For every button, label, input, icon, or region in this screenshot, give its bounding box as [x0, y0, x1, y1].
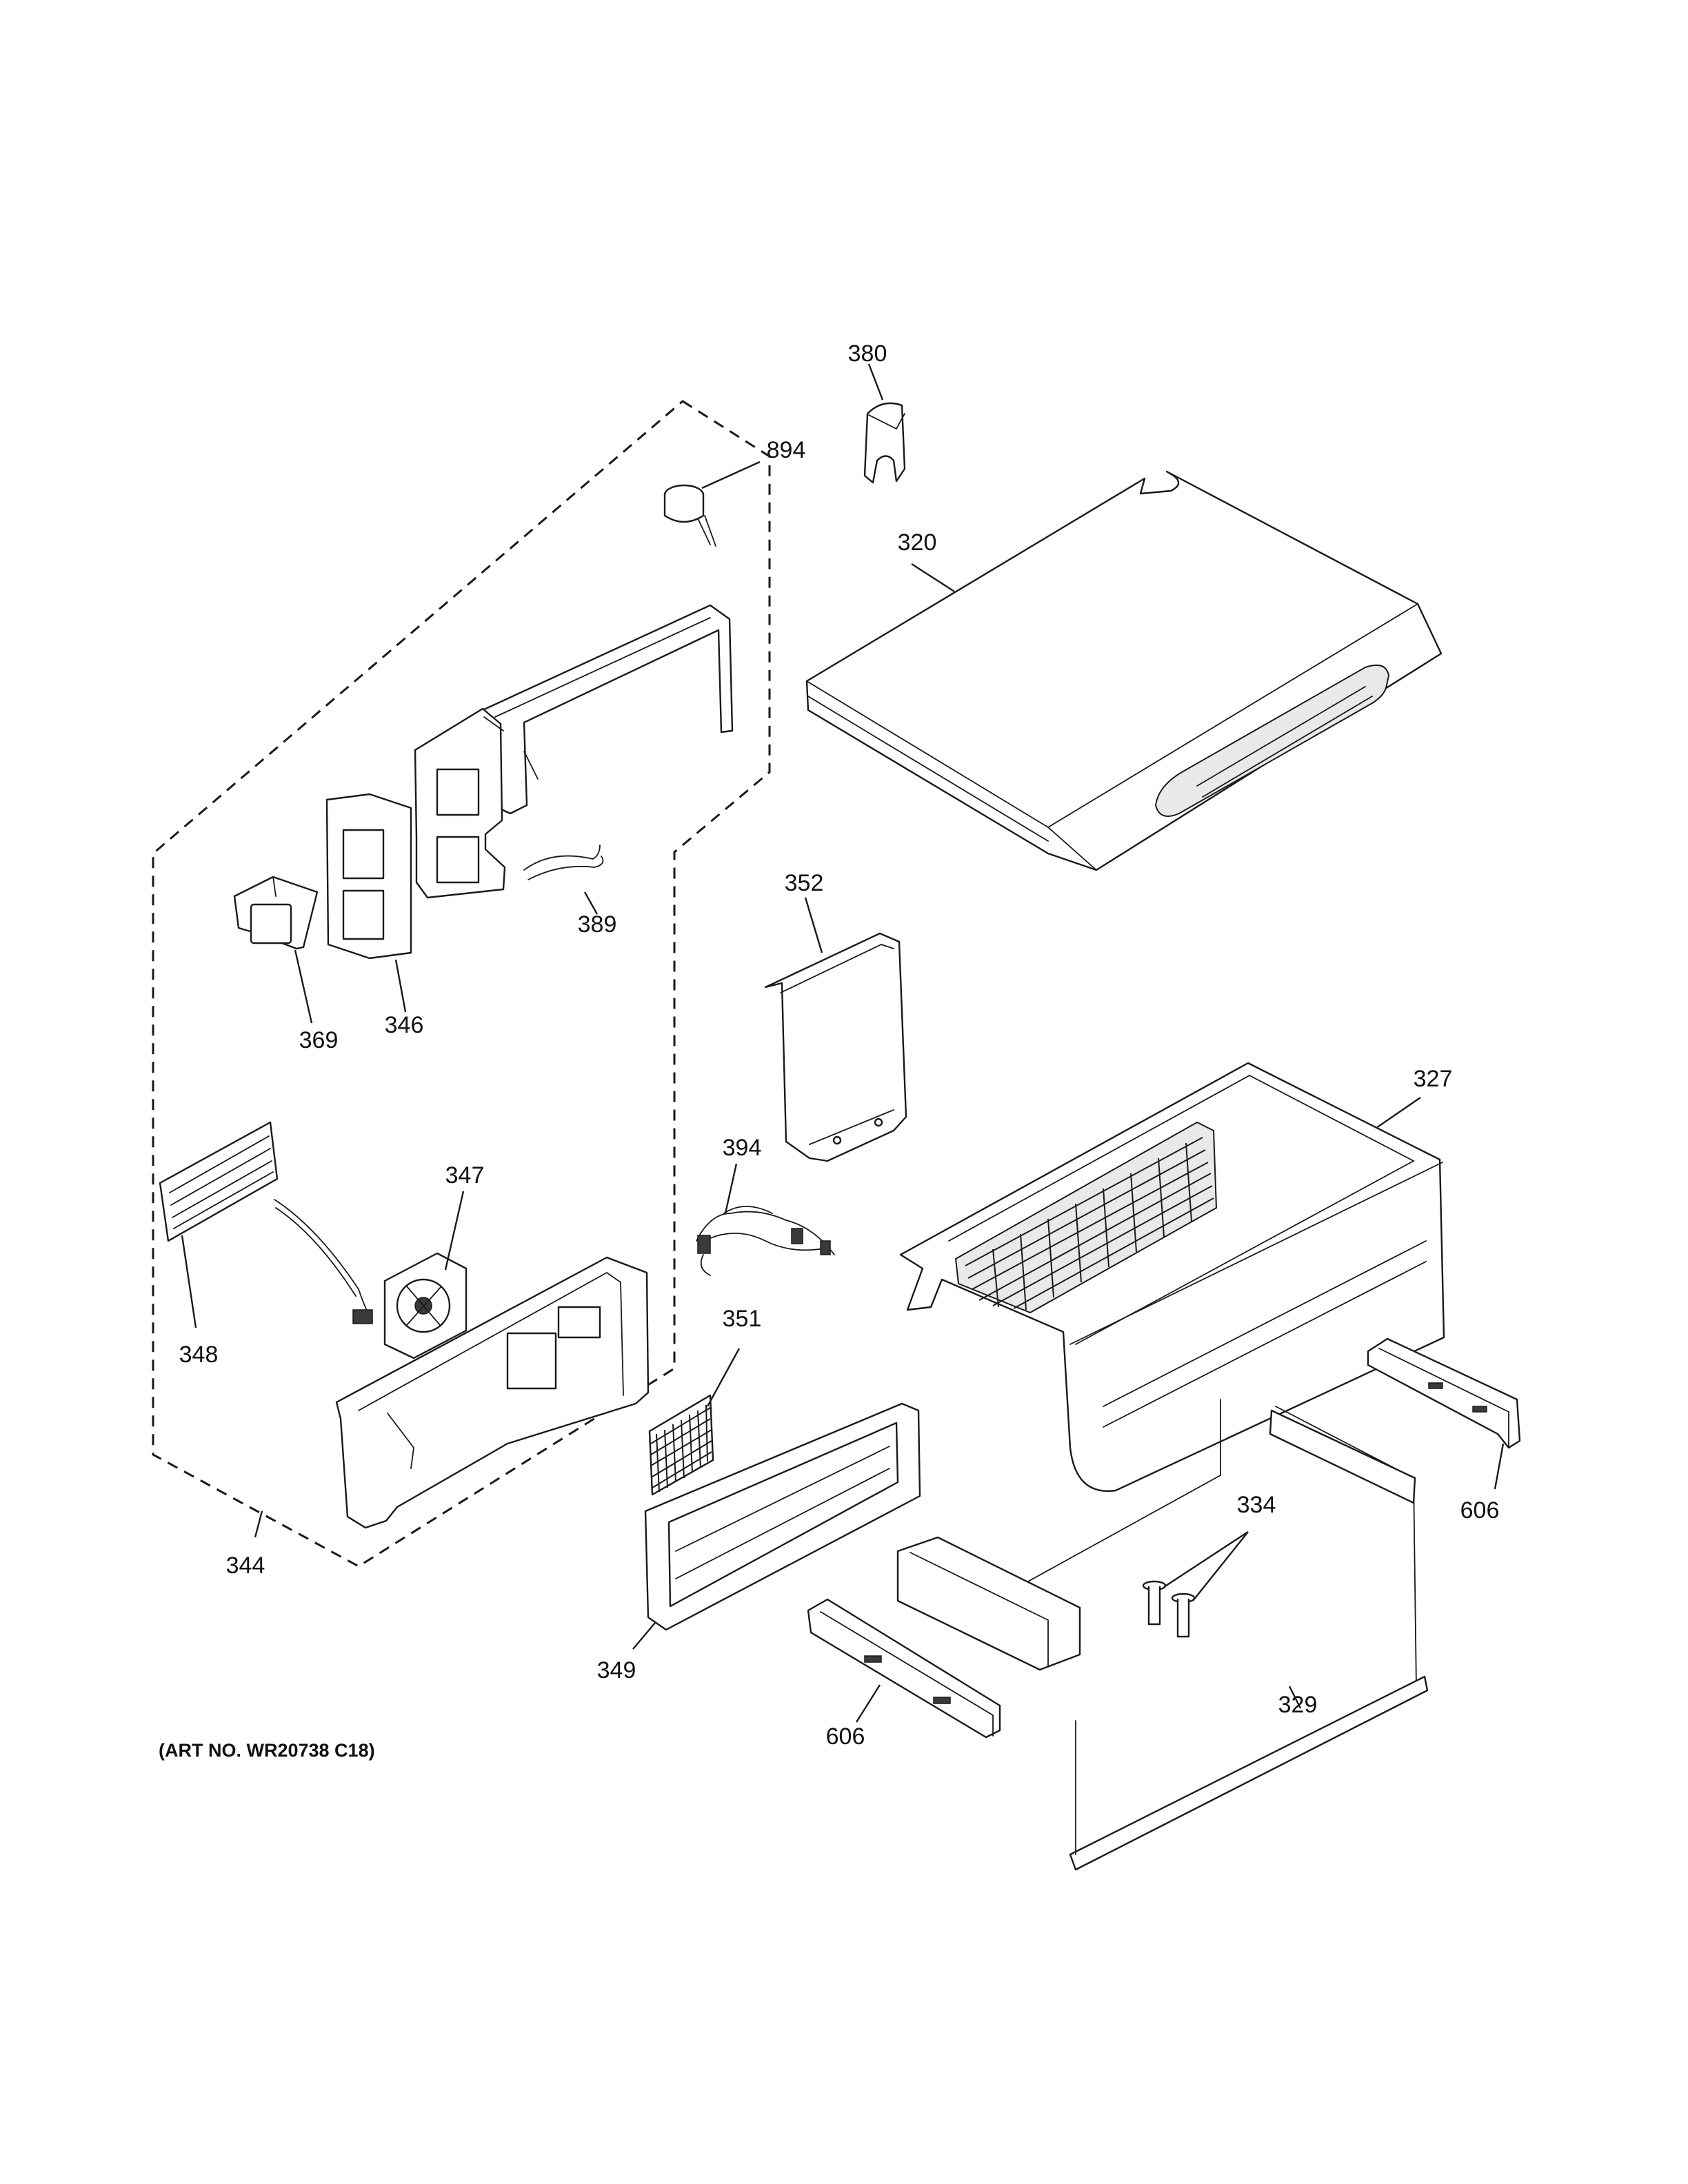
part-380-cap	[863, 402, 906, 484]
leader-606-left	[855, 1684, 881, 1723]
callout-894: 894	[767, 437, 806, 463]
callout-389: 389	[578, 911, 617, 938]
part-352-panel	[764, 932, 907, 1162]
callout-352: 352	[785, 870, 824, 896]
part-351-mesh	[648, 1394, 714, 1496]
part-346-gasket	[325, 793, 412, 960]
part-349-frame	[644, 1402, 921, 1631]
front-bracket	[896, 1536, 1081, 1671]
callout-329: 329	[1278, 1692, 1318, 1718]
leader-349	[632, 1622, 656, 1650]
callout-347: 347	[445, 1162, 485, 1189]
leader-389	[583, 891, 599, 915]
leader-351	[706, 1348, 741, 1407]
leader-347	[444, 1191, 465, 1271]
leader-394	[724, 1163, 738, 1214]
leader-327	[1376, 1097, 1421, 1129]
callout-394: 394	[723, 1135, 762, 1161]
part-334-screws	[1142, 1580, 1196, 1638]
callout-380: 380	[848, 341, 887, 367]
part-606-rail-right	[1367, 1337, 1521, 1449]
leader-894	[701, 461, 761, 489]
part-329-support-frame	[1020, 1399, 1429, 1871]
callout-346: 346	[385, 1012, 424, 1038]
part-606-rail-left	[807, 1598, 1001, 1739]
art-number: (ART NO. WR20738 C18)	[159, 1740, 375, 1761]
leader-329	[1288, 1686, 1302, 1709]
callout-334: 334	[1237, 1492, 1276, 1518]
part-348-panel	[159, 1121, 373, 1324]
leader-352	[804, 897, 823, 953]
callout-606-left: 606	[826, 1723, 865, 1750]
callout-606-right: 606	[1460, 1497, 1500, 1524]
leader-346	[394, 959, 407, 1013]
part-389-wire	[523, 845, 604, 880]
lower-fan-housing	[335, 1256, 650, 1529]
callout-349: 349	[597, 1657, 636, 1684]
part-320-top-cover	[805, 470, 1443, 871]
callout-320: 320	[898, 529, 937, 556]
callout-351: 351	[723, 1306, 762, 1332]
leader-369	[294, 949, 313, 1024]
part-347-fan	[383, 1252, 468, 1359]
part-894-sensor	[663, 484, 716, 547]
part-327-drawer	[899, 1062, 1445, 1493]
assembly-group-outline	[152, 400, 771, 1568]
leader-334	[1163, 1530, 1249, 1601]
callout-369: 369	[299, 1027, 339, 1053]
leader-348	[181, 1235, 197, 1328]
callout-344: 344	[226, 1553, 265, 1579]
upper-duct-assembly	[414, 604, 734, 899]
leader-320	[911, 563, 955, 593]
leader-380	[867, 363, 884, 401]
leader-344	[254, 1510, 263, 1538]
callout-348: 348	[179, 1342, 219, 1368]
leader-606-right	[1494, 1443, 1505, 1490]
part-394-harness	[696, 1206, 835, 1276]
callout-327: 327	[1414, 1066, 1453, 1092]
part-369-damper	[233, 876, 319, 950]
